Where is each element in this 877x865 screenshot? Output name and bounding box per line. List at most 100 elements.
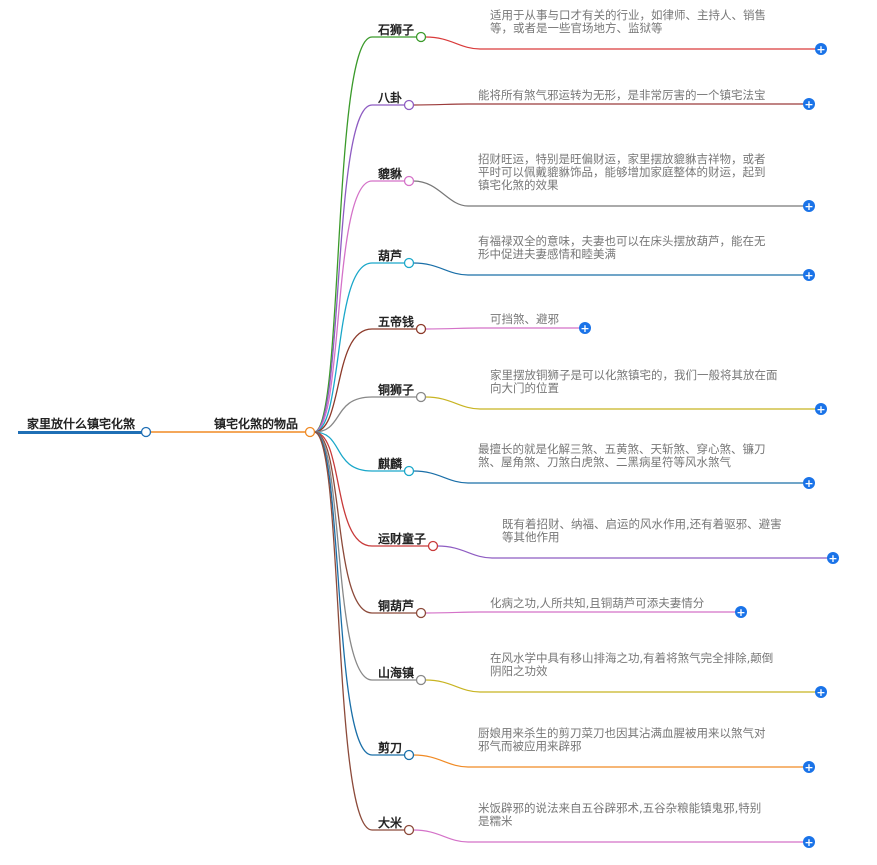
plus-icon — [579, 322, 591, 334]
description-text: 形中促进夫妻感情和睦美满 — [478, 247, 616, 261]
description-text: 最擅长的就是化解三煞、五黄煞、天斩煞、穿心煞、镰刀 — [478, 442, 766, 456]
plus-icon — [803, 836, 815, 848]
branch-collapse-knob[interactable] — [403, 99, 415, 111]
root-topic[interactable]: 家里放什么镇宅化煞 — [18, 416, 152, 438]
plus-glyph: + — [816, 43, 825, 56]
plus-glyph: + — [816, 686, 825, 699]
branch-topic-label: 貔貅 — [377, 166, 402, 181]
expand-button[interactable]: + — [815, 403, 827, 416]
plus-icon — [803, 200, 815, 212]
description-text: 可挡煞、避邪 — [490, 312, 559, 326]
branch-connector — [313, 104, 405, 433]
branch-collapse-knob[interactable] — [403, 257, 415, 269]
plus-glyph: + — [736, 606, 745, 619]
plus-icon — [803, 761, 815, 773]
branch-connector — [313, 431, 417, 614]
branch-topic-label: 五帝钱 — [378, 314, 414, 329]
connector-layer — [151, 36, 429, 831]
description-text: 能将所有煞气邪运转为无形，是非常厉害的一个镇宅法宝 — [478, 88, 766, 102]
branch-connector — [313, 431, 405, 472]
branch-topics: 石狮子适用于从事与口才有关的行业，如律师、主持人、销售等，或者是一些官场地方、监… — [377, 8, 839, 849]
plus-glyph: + — [828, 552, 837, 565]
branch-topic-label: 剪刀 — [378, 740, 402, 755]
branch-collapse-knob[interactable] — [415, 674, 427, 686]
expand-button[interactable]: + — [815, 686, 827, 699]
branch-connector — [313, 431, 405, 756]
hub-collapse-knob[interactable] — [304, 426, 316, 438]
description-connector — [413, 262, 808, 276]
description-text: 煞、屋角煞、刀煞白虎煞、二黑病星符等风水煞气 — [478, 455, 731, 469]
description-connector — [425, 611, 740, 614]
root-collapse-knob[interactable] — [140, 426, 152, 438]
branch-collapse-knob[interactable] — [415, 31, 427, 43]
branch-topic[interactable]: 麒麟 最擅长的就是化解三煞、五黄煞、天斩煞、穿心煞、镰刀煞、屋角煞、刀煞白虎煞、二… — [378, 442, 815, 490]
branch-connector — [313, 431, 429, 547]
branch-topic-label: 运财童子 — [378, 531, 426, 546]
description-text: 邪气而被应用来辟邪 — [478, 739, 582, 753]
description-text: 等，或者是一些官场地方、监狱等 — [490, 21, 663, 35]
description-connector — [425, 396, 820, 410]
branch-topic-label: 八卦 — [377, 90, 402, 105]
description-text: 厨娘用来杀生的剪刀菜刀也因其沾满血腥被用来以煞气对 — [478, 726, 766, 740]
description-connector — [413, 829, 808, 843]
description-connector — [425, 36, 820, 50]
branch-collapse-knob[interactable] — [403, 465, 415, 477]
expand-button[interactable]: + — [803, 836, 815, 849]
branch-connector — [313, 262, 405, 433]
description-connector — [413, 103, 808, 106]
expand-button[interactable]: + — [803, 477, 815, 490]
hub-topic[interactable]: 镇宅化煞的物品 — [214, 416, 316, 438]
branch-collapse-knob[interactable] — [427, 540, 439, 552]
description-text: 是糯米 — [478, 814, 513, 828]
expand-button[interactable]: + — [579, 322, 591, 335]
branch-collapse-knob[interactable] — [403, 175, 415, 187]
expand-button[interactable]: + — [803, 200, 815, 213]
plus-icon — [815, 686, 827, 698]
description-connector — [437, 545, 832, 559]
branch-connector — [313, 328, 417, 433]
expand-button[interactable]: + — [815, 43, 827, 56]
branch-topic[interactable]: 石狮子适用于从事与口才有关的行业，如律师、主持人、销售等，或者是一些官场地方、监… — [377, 8, 827, 56]
plus-icon — [735, 606, 747, 618]
description-text: 有福禄双全的意味，夫妻也可以在床头摆放葫芦，能在无 — [478, 234, 766, 248]
branch-connector — [313, 396, 417, 433]
plus-icon — [803, 269, 815, 281]
branch-topic-label: 麒麟 — [378, 456, 403, 471]
description-text: 家里摆放铜狮子是可以化煞镇宅的，我们一般将其放在面 — [490, 368, 778, 382]
branch-collapse-knob[interactable] — [403, 824, 415, 836]
branch-connector — [313, 36, 417, 433]
expand-button[interactable]: + — [827, 552, 839, 565]
plus-icon — [827, 552, 839, 564]
description-text: 阴阳之功效 — [490, 664, 548, 678]
plus-icon — [815, 43, 827, 55]
description-connector — [425, 327, 584, 330]
branch-topic[interactable]: 铜葫芦化病之功,人所共知,且铜葫芦可添夫妻情分+ — [378, 596, 747, 619]
plus-glyph: + — [804, 477, 813, 490]
expand-button[interactable]: + — [803, 98, 815, 111]
branch-collapse-knob[interactable] — [415, 607, 427, 619]
expand-button[interactable]: + — [735, 606, 747, 619]
branch-collapse-knob[interactable] — [415, 323, 427, 335]
branch-collapse-knob[interactable] — [415, 391, 427, 403]
branch-topic[interactable]: 八卦 能将所有煞气邪运转为无形，是非常厉害的一个镇宅法宝 + — [377, 88, 815, 111]
branch-topic-label: 铜葫芦 — [378, 598, 414, 613]
plus-glyph: + — [580, 322, 589, 335]
branch-collapse-knob[interactable] — [403, 749, 415, 761]
branch-topic[interactable]: 五帝钱 可挡煞、避邪 + — [378, 312, 591, 335]
expand-button[interactable]: + — [803, 269, 815, 282]
branch-topic[interactable]: 貔貅招财旺运，特别是旺偏财运，家里摆放貔貅吉祥物，或者平时可以佩戴貔貅饰品，能够… — [377, 152, 815, 213]
description-text: 等其他作用 — [502, 530, 560, 544]
plus-glyph: + — [804, 836, 813, 849]
description-connector — [413, 470, 808, 484]
expand-button[interactable]: + — [803, 761, 815, 774]
plus-glyph: + — [804, 200, 813, 213]
description-text: 米饭辟邪的说法来自五谷辟邪术,五谷杂粮能镇鬼邪,特别 — [478, 801, 761, 815]
branch-connector — [313, 180, 405, 433]
root-topic-underline — [18, 431, 146, 434]
